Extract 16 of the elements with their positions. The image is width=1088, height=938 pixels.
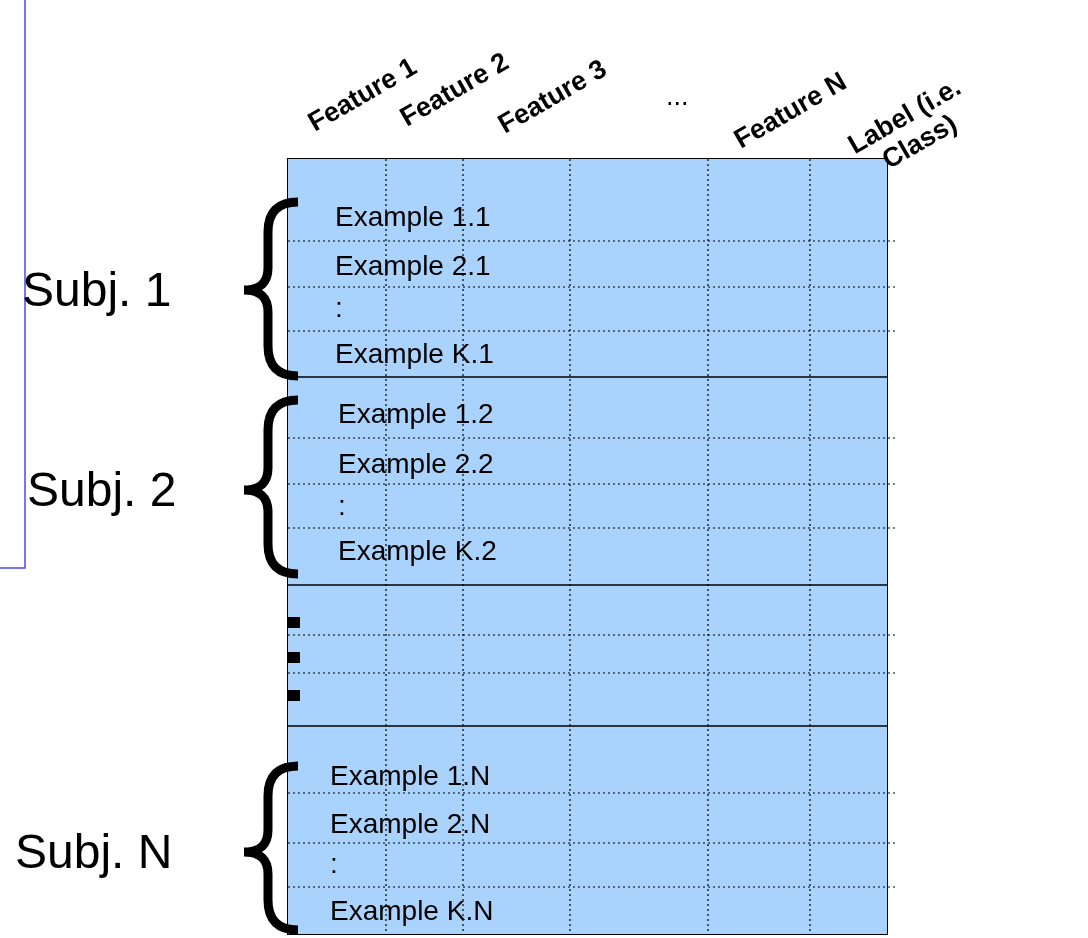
vertical-ellipsis: : [330,847,338,881]
vertical-ellipsis: : [338,489,346,523]
example-label: Example 2.2 [338,447,494,481]
example-label: Example K.2 [338,534,497,568]
example-label: Example 2.1 [335,249,491,283]
subject-label: Subj. 1 [22,262,172,318]
example-label: Example 1.N [330,759,491,793]
ellipsis: ... [666,82,689,112]
subject-label: Subj. N [15,824,173,880]
example-label: Example 1.2 [338,397,494,431]
example-label: Example K.N [330,894,494,928]
example-label: Example 2.N [330,807,491,841]
subject-label: Subj. 2 [27,462,177,518]
vertical-ellipsis: : [335,291,343,325]
example-label: Example K.1 [335,337,494,371]
example-label: Example 1.1 [335,200,491,234]
